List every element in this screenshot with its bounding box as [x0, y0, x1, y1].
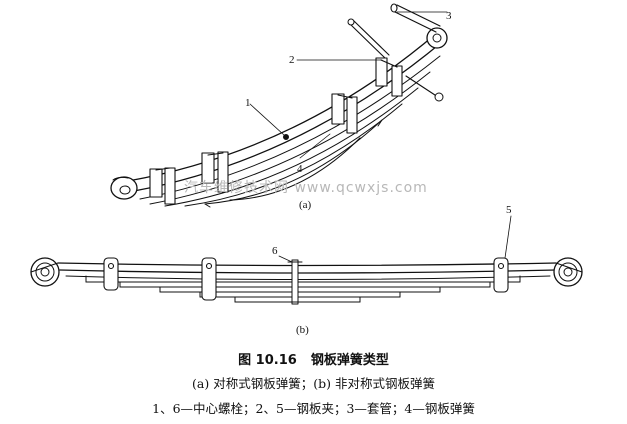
symmetric-leaf-spring-drawing [110, 3, 448, 208]
figure-caption-line-2: 1、6—中心螺栓；2、5—钢板夹；3—套管；4—钢板弹簧 [152, 401, 475, 416]
callout-6: 6 [272, 245, 278, 257]
watermark-text: 汽车维修技术网 www.qcwxjs.com [184, 179, 428, 196]
callout-1: 1 [245, 97, 251, 109]
figure-caption-title: 图 10.16 钢板弹簧类型 [0, 349, 627, 368]
figure-number: 图 10.16 [238, 353, 297, 368]
callout-5: 5 [506, 204, 512, 216]
callout-3: 3 [446, 10, 452, 22]
subfigure-a-label: (a) [299, 199, 312, 211]
callout-2: 2 [289, 54, 295, 66]
leaf-spring-figure: 汽车维修技术网 www.qcwxjs.com 1 2 3 4 5 6 (a) (… [30, 3, 583, 336]
subfigure-b-label: (b) [296, 324, 309, 336]
figure-title: 钢板弹簧类型 [310, 353, 389, 368]
asymmetric-leaf-spring-drawing [30, 257, 583, 305]
figure-caption-line-1: (a) 对称式钢板弹簧；(b) 非对称式钢板弹簧 [192, 376, 435, 391]
callout-4: 4 [297, 163, 303, 175]
